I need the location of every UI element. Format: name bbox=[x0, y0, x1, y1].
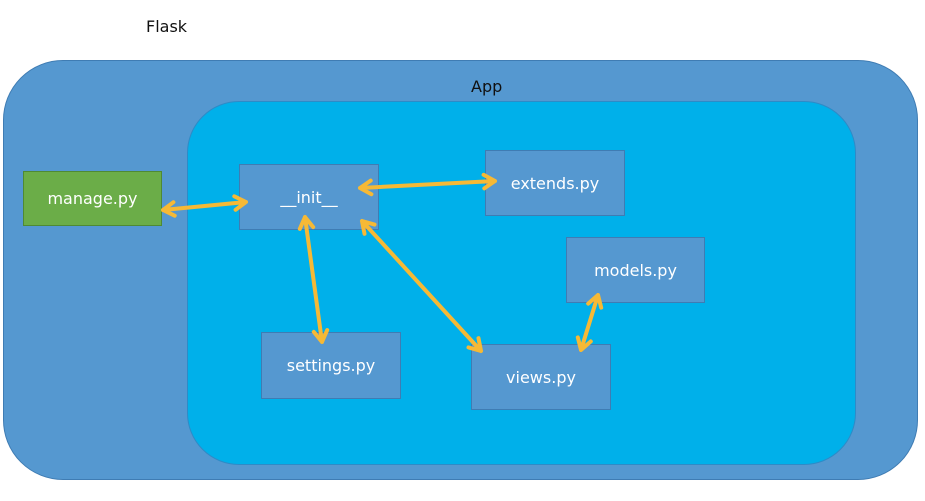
arrow-manage-init bbox=[161, 194, 248, 218]
arrow-init-views bbox=[360, 219, 483, 353]
node-views-py: views.py bbox=[471, 344, 611, 410]
arrow-models-views bbox=[575, 293, 604, 352]
app-container-label: App bbox=[471, 77, 503, 96]
node-models-py: models.py bbox=[566, 237, 705, 303]
arrow-init-extends bbox=[358, 172, 497, 197]
node-manage-py: manage.py bbox=[23, 171, 162, 226]
node-init: __init__ bbox=[239, 164, 379, 230]
diagram-title: Flask bbox=[146, 17, 188, 36]
node-settings-py: settings.py bbox=[261, 332, 401, 399]
arrow-init-settings bbox=[297, 215, 330, 344]
node-extends-py: extends.py bbox=[485, 150, 625, 216]
